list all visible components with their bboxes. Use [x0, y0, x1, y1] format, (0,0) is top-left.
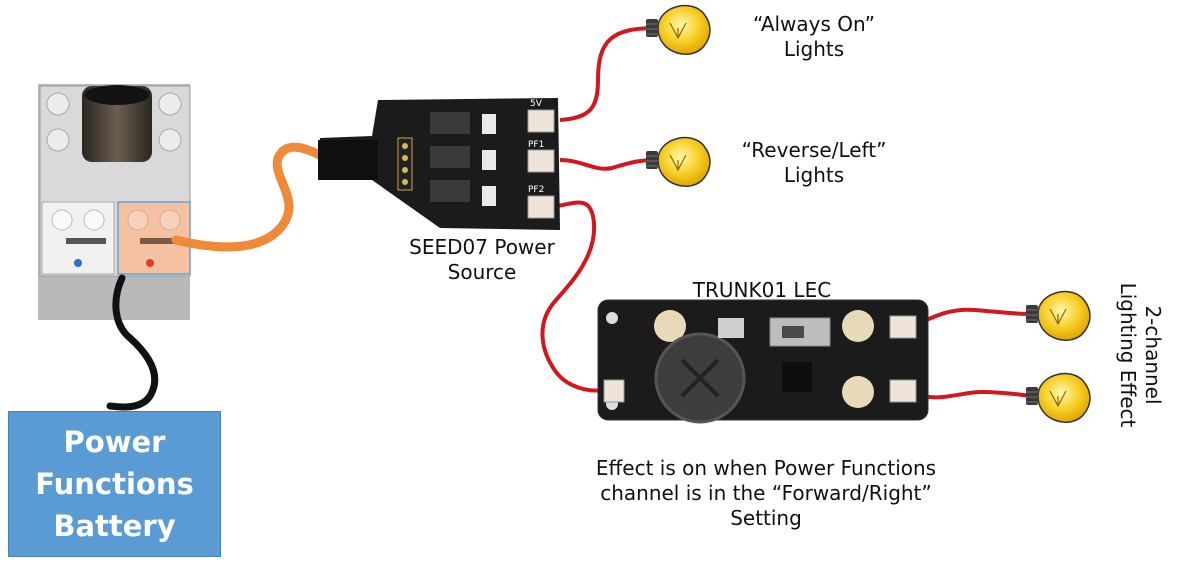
power-functions-brick [38, 84, 191, 320]
black-battery-wire [106, 274, 159, 411]
red-wire-lec-1 [909, 307, 1033, 329]
trunk01-board [597, 299, 929, 424]
seed07-board [318, 98, 560, 230]
pin-label-5v: 5V [530, 99, 543, 109]
bulb-icon [645, 136, 711, 187]
red-wire-reverse [559, 158, 657, 171]
pin-label-pf1: PF1 [528, 140, 544, 150]
bulb-icon [1025, 372, 1091, 423]
battery-label: Power Functions Battery [35, 425, 194, 543]
reverse-left-label: “Reverse/Left” Lights [741, 138, 887, 187]
seed07-label: SEED07 Power Source [409, 235, 555, 284]
trunk01-label: TRUNK01 LEC [692, 278, 832, 302]
bulb-icon [1025, 290, 1091, 341]
effect-note: Effect is on when Power Functions channe… [595, 456, 937, 530]
two-channel-label: 2-channel Lighting Effect [1116, 282, 1165, 428]
power-functions-battery: Power Functions Battery [8, 411, 221, 557]
red-wire-always-on [559, 26, 657, 122]
bulb-icon [645, 4, 711, 55]
always-on-label: “Always On” Lights [753, 12, 875, 61]
pin-label-pf2: PF2 [528, 185, 544, 195]
red-wire-lec-2 [909, 389, 1033, 400]
orange-pf-wire [171, 142, 327, 252]
red-wire-pf2 [540, 200, 603, 393]
